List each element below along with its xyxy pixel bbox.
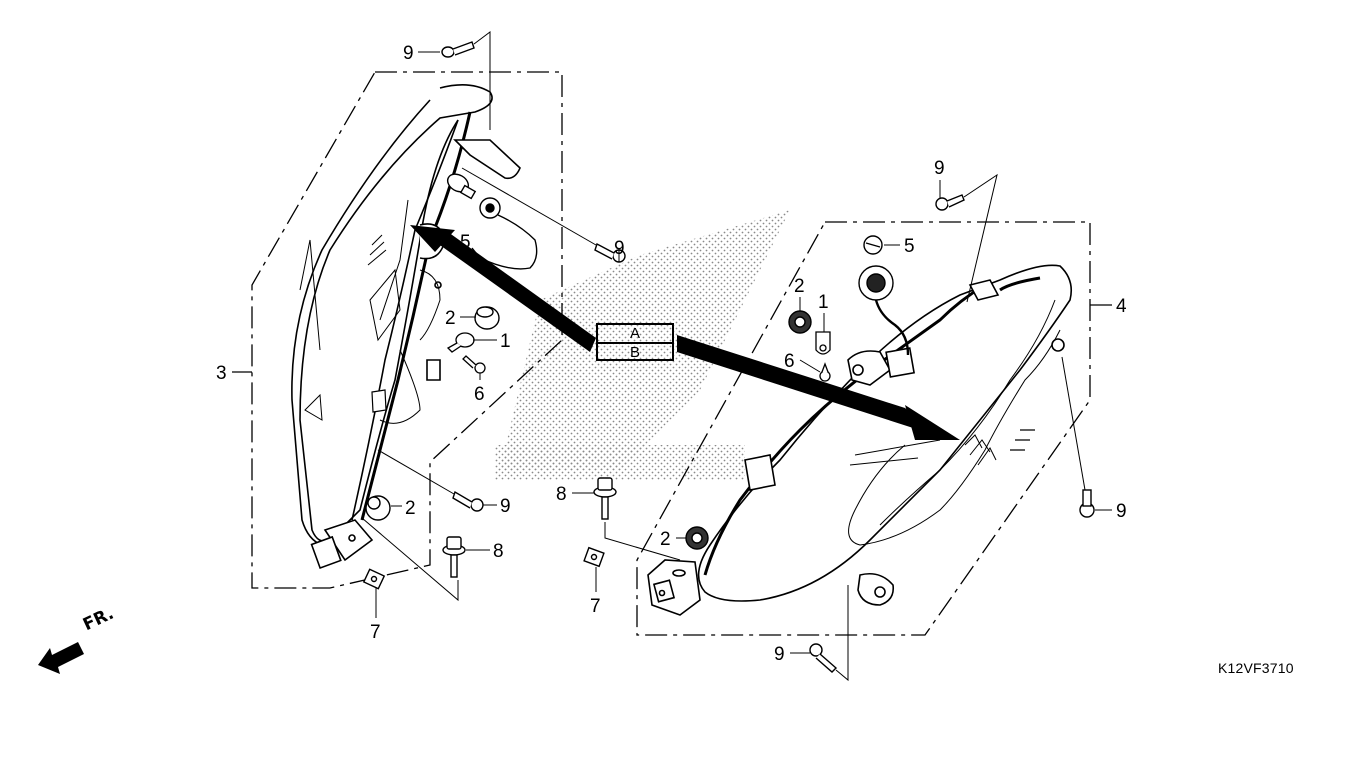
stipple-background bbox=[495, 210, 790, 480]
front-direction-arrow-icon bbox=[38, 642, 84, 674]
bulb-right bbox=[863, 235, 883, 255]
screw-top-right bbox=[935, 194, 965, 211]
callout-line bbox=[799, 359, 821, 373]
screw-bottom-right bbox=[809, 643, 838, 673]
bolt-left bbox=[442, 536, 466, 578]
assembly-label-4: 4 bbox=[1116, 296, 1127, 317]
callout-2-upper-right: 2 bbox=[794, 276, 805, 297]
clip-right bbox=[815, 331, 831, 355]
callout-7-left: 7 bbox=[370, 622, 381, 643]
socket-left bbox=[471, 197, 538, 270]
leader-8-left bbox=[361, 517, 459, 602]
callout-2-lower-left: 2 bbox=[405, 498, 416, 519]
bolt-center bbox=[593, 477, 617, 520]
callout-2-lower-right: 2 bbox=[660, 529, 671, 550]
callout-9-side-right: 9 bbox=[1116, 501, 1127, 522]
reference-box-b: B bbox=[598, 342, 672, 361]
reference-box: A B bbox=[596, 323, 674, 361]
callout-7-center: 7 bbox=[590, 596, 601, 617]
leader-9-top-right bbox=[963, 173, 998, 303]
callout-numbers: 9 5 9 2 1 6 9 2 8 7 9 5 2 1 6 9 8 2 7 9 … bbox=[216, 43, 1127, 665]
leader-9-bottom-right bbox=[835, 585, 849, 682]
leader-9-top-left bbox=[473, 31, 491, 130]
leader-9-lower-left bbox=[377, 449, 455, 495]
grommet-upper-right bbox=[788, 310, 812, 334]
callout-9-mid-left: 9 bbox=[614, 238, 625, 259]
left-assembly-boundary bbox=[251, 71, 563, 589]
callout-9-top-left: 9 bbox=[403, 43, 414, 64]
clip-left bbox=[446, 332, 475, 353]
grommet-upper-left bbox=[474, 306, 500, 330]
callout-8-left: 8 bbox=[493, 541, 504, 562]
callout-8-center: 8 bbox=[556, 484, 567, 505]
screw-lower-left bbox=[452, 490, 484, 512]
nut-left bbox=[362, 568, 386, 590]
callout-9-top-right: 9 bbox=[934, 158, 945, 179]
screw-top-left bbox=[441, 41, 475, 58]
nut-center bbox=[583, 546, 605, 568]
callout-6-left: 6 bbox=[474, 384, 485, 405]
reference-box-a: A bbox=[629, 325, 640, 342]
right-headlight-unit bbox=[647, 264, 1073, 616]
leader-9-side-right bbox=[1061, 356, 1086, 491]
leader-9-mid-left bbox=[461, 167, 597, 246]
grommet-lower-right bbox=[685, 526, 709, 550]
callout-6-right: 6 bbox=[784, 351, 795, 372]
right-assembly-boundary bbox=[636, 221, 1091, 636]
callout-1-left: 1 bbox=[500, 331, 511, 352]
screw-small-left bbox=[462, 355, 486, 374]
assembly-label-3: 3 bbox=[216, 363, 227, 384]
screw-side-right bbox=[1079, 489, 1095, 518]
callout-9-bottom-right: 9 bbox=[774, 644, 785, 665]
diagram-code: K12VF3710 bbox=[1218, 660, 1294, 676]
callout-2-upper-left: 2 bbox=[445, 308, 456, 329]
reference-arrows bbox=[410, 225, 960, 440]
screw-small-right bbox=[819, 362, 831, 382]
callout-5-right: 5 bbox=[904, 236, 915, 257]
socket-right bbox=[858, 265, 910, 356]
bulb-left bbox=[446, 173, 477, 200]
left-headlight-unit bbox=[291, 84, 521, 570]
grommet-lower-left bbox=[365, 495, 391, 521]
callout-5-left: 5 bbox=[460, 232, 471, 253]
leader-8-center bbox=[604, 522, 681, 561]
callout-9-lower-left: 9 bbox=[500, 496, 511, 517]
callout-1-right: 1 bbox=[818, 292, 829, 313]
